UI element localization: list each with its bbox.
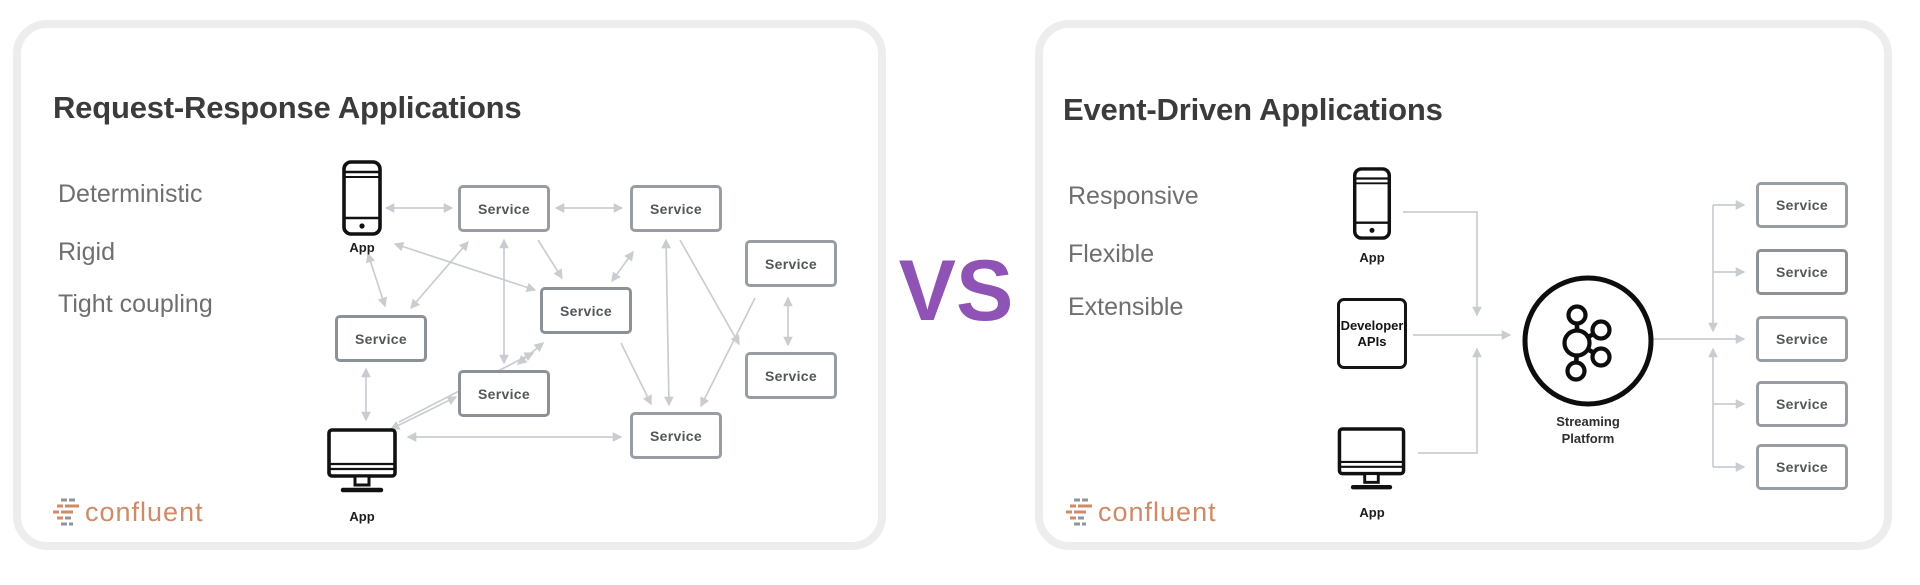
service-node: Service xyxy=(630,185,722,232)
desktop-app-label: App xyxy=(1359,505,1385,520)
request-response-panel: Request-Response Applications Determinis… xyxy=(13,20,886,550)
trait-item: Responsive xyxy=(1068,182,1199,210)
trait-item: Flexible xyxy=(1068,240,1155,268)
trait-item: Deterministic xyxy=(58,180,203,208)
confluent-logo: confluent xyxy=(1065,495,1217,529)
streaming-platform-line: Platform xyxy=(1561,431,1615,446)
request-response-arrows xyxy=(361,203,793,442)
trait-item: Tight coupling xyxy=(58,290,213,318)
confluent-logo-text: confluent xyxy=(85,496,204,527)
developer-apis-line: Developer xyxy=(1340,317,1404,333)
event-driven-arrows xyxy=(1403,200,1746,472)
service-node: Service xyxy=(745,240,837,287)
vs-label: VS xyxy=(898,243,1014,339)
phone-app-icon xyxy=(342,160,382,241)
trait-item: Rigid xyxy=(58,238,115,266)
confluent-logo: confluent xyxy=(52,495,204,529)
trait-item: Extensible xyxy=(1068,293,1184,321)
service-node: Service xyxy=(458,185,550,232)
service-node: Service xyxy=(630,412,722,459)
phone-app-label: App xyxy=(1359,250,1385,265)
desktop-app-icon xyxy=(327,428,397,502)
service-node: Service xyxy=(1756,381,1848,427)
service-node: Service xyxy=(1756,316,1848,362)
developer-apis-node: Developer APIs xyxy=(1337,298,1407,369)
desktop-app-label: App xyxy=(349,509,375,524)
desktop-app-icon xyxy=(1335,427,1408,499)
confluent-logo-mark xyxy=(53,498,79,526)
streaming-platform-kafka-icon xyxy=(1522,275,1654,407)
page-title: Request-Response Applications xyxy=(53,90,522,125)
event-driven-panel: Event-Driven Applications Responsive Fle… xyxy=(1035,20,1892,550)
service-node: Service xyxy=(1756,182,1848,228)
confluent-logo-mark xyxy=(1066,498,1092,526)
streaming-platform-label: Streaming Platform xyxy=(1518,413,1658,447)
service-node: Service xyxy=(1756,444,1848,490)
service-node: Service xyxy=(458,370,550,417)
service-node: Service xyxy=(540,287,632,334)
developer-apis-line: APIs xyxy=(1357,333,1387,349)
service-node: Service xyxy=(745,352,837,399)
streaming-platform-line: Streaming xyxy=(1556,414,1620,429)
service-node: Service xyxy=(1756,249,1848,295)
phone-app-label: App xyxy=(349,240,375,255)
confluent-logo-text: confluent xyxy=(1098,496,1217,527)
service-node: Service xyxy=(335,315,427,362)
page-title: Event-Driven Applications xyxy=(1063,92,1443,127)
phone-app-icon xyxy=(1352,167,1392,245)
